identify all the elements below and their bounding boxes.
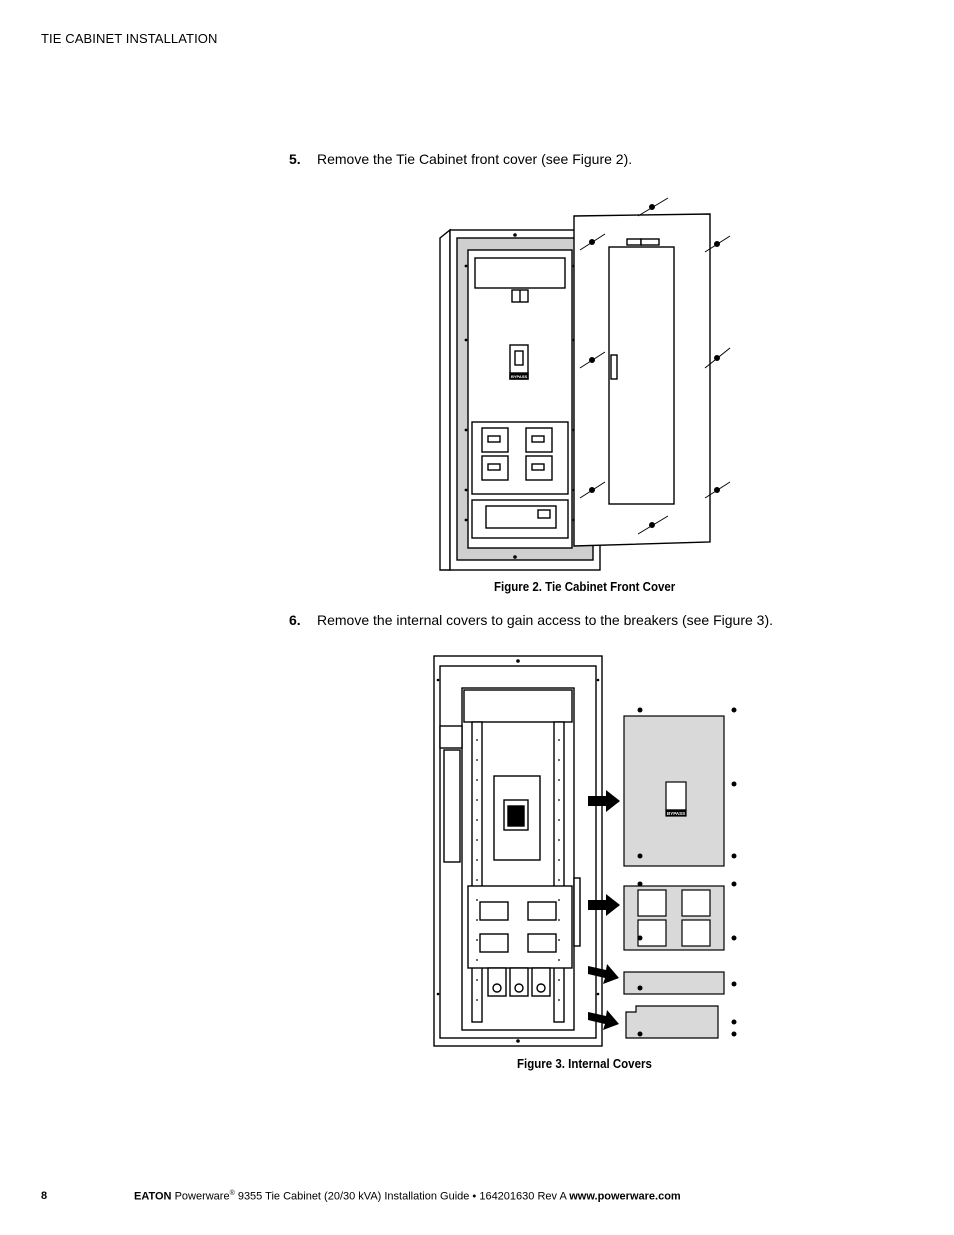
- step-5: 5. Remove the Tie Cabinet front cover (se…: [289, 151, 632, 167]
- figure-3-internal-covers: BYPASS: [433, 655, 737, 1047]
- step-number: 5.: [289, 151, 301, 167]
- rail-dots: [436, 659, 600, 1043]
- registered-mark: ®: [229, 1190, 235, 1197]
- removal-arrows: [588, 790, 620, 1030]
- open-cabinet: [433, 655, 603, 1047]
- panel-screws: [637, 707, 737, 1037]
- page-number: 8: [41, 1190, 48, 1202]
- doc-title: 9355 Tie Cabinet (20/30 kVA) Installatio…: [234, 1190, 570, 1203]
- front-cover: [573, 213, 711, 547]
- internal-cover-panels: [623, 715, 725, 1039]
- product-name: Powerware: [174, 1190, 230, 1203]
- bypass-label: BYPASS: [667, 811, 685, 816]
- step-number: 6.: [289, 612, 301, 628]
- footer-text: EATON Powerware® 9355 Tie Cabinet (20/30…: [134, 1190, 681, 1203]
- brand-name: EATON: [134, 1190, 172, 1203]
- figure-3-caption: Figure 3. Internal Covers: [517, 1057, 652, 1071]
- step-text: Remove the Tie Cabinet front cover (see …: [317, 151, 633, 167]
- running-header: TIE CABINET INSTALLATION: [41, 31, 218, 46]
- figure-2-caption: Figure 2. Tie Cabinet Front Cover: [494, 580, 676, 594]
- step-6: 6. Remove the internal covers to gain acc…: [289, 612, 773, 628]
- cover-screws: [579, 197, 731, 535]
- website-link[interactable]: www.powerware.com: [569, 1190, 681, 1203]
- figure-2-tie-cabinet-front-cover: BYPASS: [439, 197, 731, 571]
- step-text: Remove the internal covers to gain acces…: [317, 612, 773, 628]
- bypass-label: BYPASS: [511, 374, 527, 379]
